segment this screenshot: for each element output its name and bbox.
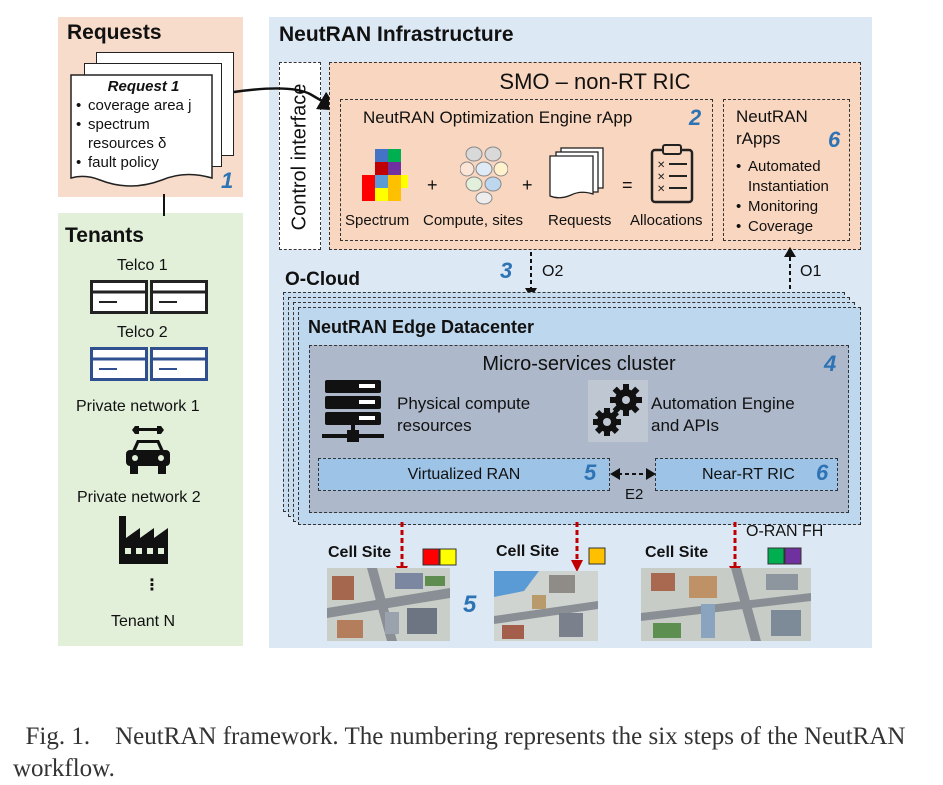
requests-step-number: 1 — [221, 168, 234, 193]
request-item-coverage: coverage area j — [76, 96, 211, 115]
engine-label-requests: Requests — [548, 212, 612, 229]
engine-label-compute: Compute, sites — [423, 212, 524, 229]
rapps-item-monitoring: Monitoring — [736, 197, 851, 217]
cell-site-1-color-tags — [422, 548, 458, 571]
factory-icon — [116, 512, 178, 571]
vran-label: Virtualized RAN — [407, 466, 521, 483]
rapps-title-line1: NeutRAN — [736, 107, 808, 126]
ocloud-label: O-Cloud — [285, 269, 360, 290]
svg-text:✕: ✕ — [657, 160, 665, 171]
e2-link — [610, 468, 656, 480]
requests-stack-icon — [549, 147, 605, 208]
vran-step-number: 5 — [584, 460, 597, 485]
allocations-clipboard-icon: ✕ ✕ ✕ — [650, 144, 696, 209]
request-item-spectrum: spectrum resources δ — [76, 115, 211, 153]
engine-title: NeutRAN Optimization Engine rApp — [363, 108, 633, 127]
engine-op-plus-2: + — [522, 175, 533, 195]
engine-step-number: 2 — [689, 105, 702, 130]
o1-arrow — [784, 247, 796, 295]
request-item-fault: fault policy — [76, 153, 211, 172]
svg-text:✕: ✕ — [657, 184, 665, 195]
engine-label-spectrum: Spectrum — [345, 212, 410, 229]
engine-op-equals: = — [622, 175, 633, 195]
server-icon — [90, 280, 208, 319]
cell-site-3-city-image — [641, 568, 811, 641]
edge-datacenter-title: NeutRAN Edge Datacenter — [308, 317, 535, 337]
tenant-n-label: Tenant N — [111, 613, 176, 630]
requests-title: Requests — [67, 21, 162, 44]
server-icon — [90, 347, 208, 386]
infrastructure-title: NeutRAN Infrastructure — [279, 23, 514, 46]
rapps-step-number: 6 — [828, 127, 841, 152]
tenant-telco-1-label: Telco 1 — [117, 257, 168, 274]
rapps-item-instantiation: Automated Instantiation — [736, 157, 851, 197]
cluster-step-number: 4 — [824, 351, 837, 376]
ric-label: Near-RT RIC — [702, 466, 795, 483]
spectrum-icon — [361, 148, 409, 209]
automation-engine-label: Automation Engine and APIs — [651, 394, 795, 435]
neutran-rapps: NeutRAN rApps 6 Automated Instantiation … — [723, 99, 850, 241]
tenant-private-2-label: Private network 2 — [77, 489, 201, 506]
tenants-title: Tenants — [65, 224, 144, 247]
near-rt-ric: Near-RT RIC 6 — [655, 458, 838, 491]
cell-site-2-city-image — [494, 571, 598, 641]
tenant-telco-2-label: Telco 2 — [117, 324, 168, 341]
car-wrench-icon — [122, 423, 174, 483]
cell-site-3-label: Cell Site — [645, 544, 709, 561]
figure-caption: Fig. 1. NeutRAN framework. The numbering… — [13, 723, 912, 782]
cell-sites-step-number: 5 — [463, 591, 477, 618]
o1-label: O1 — [800, 263, 822, 280]
svg-text:✕: ✕ — [657, 172, 665, 183]
compute-sites-icon — [459, 145, 509, 210]
engine-label-allocations: Allocations — [630, 212, 703, 229]
physical-compute-label: Physical compute resources — [397, 394, 531, 435]
cell-site-1-label: Cell Site — [328, 544, 392, 561]
cluster-title: Micro-services cluster — [482, 353, 676, 375]
tenant-ellipsis: ⋮ — [144, 577, 160, 594]
rapps-item-coverage: Coverage — [736, 217, 851, 237]
ric-step-number: 6 — [816, 460, 829, 485]
request-doc-content: Request 1 coverage area j spectrum resou… — [76, 78, 211, 172]
oran-fh-label: O-RAN FH — [746, 523, 824, 540]
o2-step-number: 3 — [500, 258, 513, 283]
request-tenant-connector — [163, 194, 165, 216]
cell-site-2-color-tags — [588, 547, 608, 570]
physical-server-icon — [321, 379, 385, 450]
control-interface: Control interface — [279, 62, 321, 250]
cell-site-2-label: Cell Site — [496, 543, 560, 560]
engine-op-plus-1: + — [427, 175, 438, 195]
virtualized-ran: Virtualized RAN 5 — [318, 458, 610, 491]
o2-label: O2 — [542, 263, 564, 280]
fronthaul-arrow-2 — [571, 522, 583, 572]
rapps-title-line2: rApps — [736, 129, 781, 148]
gears-icon — [588, 380, 648, 447]
e2-label: E2 — [625, 486, 644, 503]
smo-title: SMO – non-RT RIC — [499, 69, 691, 94]
tenant-private-1-label: Private network 1 — [76, 398, 200, 415]
request-to-smo-arrow — [233, 87, 339, 111]
cell-site-3-color-tags — [767, 547, 803, 570]
cell-site-1-city-image — [327, 568, 450, 641]
request-doc-title: Request 1 — [107, 78, 180, 95]
